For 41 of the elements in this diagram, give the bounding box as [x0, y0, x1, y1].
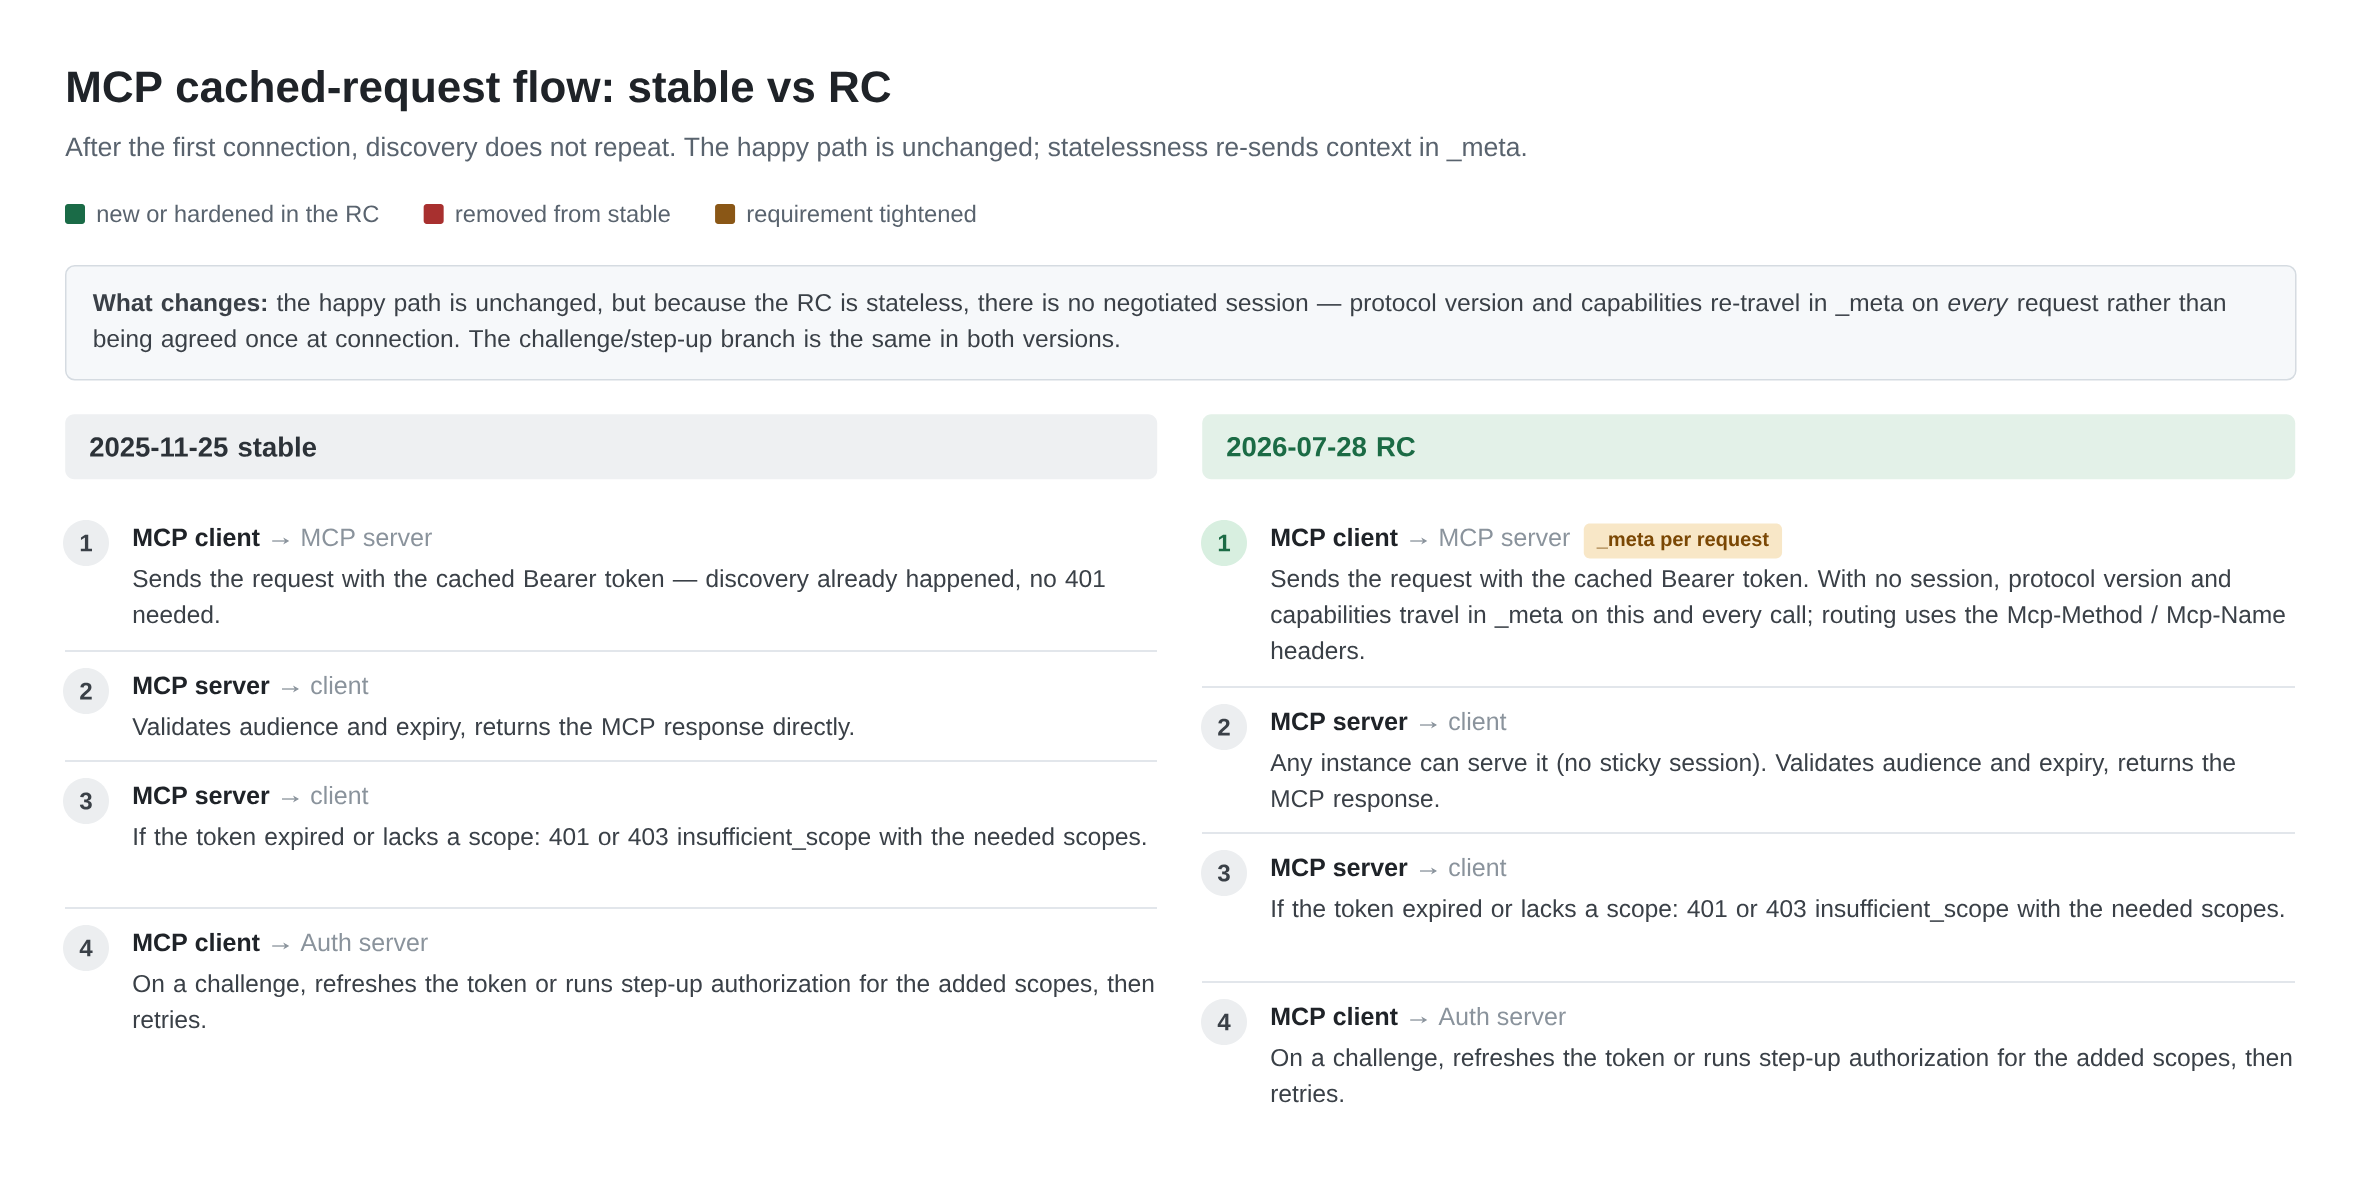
step-description: Validates audience and expiry, returns the MCP response directly.	[132, 717, 853, 741]
receiver-name: Auth server	[1438, 1006, 1566, 1026]
sender-name: MCP server	[1271, 858, 1408, 877]
step-description: If the token expired or lacks a scope: 401 or 403 insufficient_scope with the needed scopes.	[1272, 899, 2284, 923]
title: MCP cached-request flow: stable vs RC	[68, 70, 891, 112]
column-header: 2025-11-25 stable	[65, 414, 1158, 480]
note-box: What changes: the happy path is unchanged, but because the RC is stateless, there is no negotiated session — protocol version and capabilities re-travel in _meta on every request rather than being agreed once at connection. The challenge/step-up branch is the same in both versions.	[65, 265, 2297, 381]
receiver-name: client	[1449, 711, 1507, 731]
receiver-name: client	[311, 785, 369, 805]
receiver-name: MCP server	[302, 528, 432, 547]
step-description: Sends the request with the cached Bearer token — discovery already happened, no 401 needed.	[133, 569, 1105, 624]
tag-badge: _meta per request	[1583, 523, 1783, 559]
step-description: Sends the request with the cached Bearer token. With no session, protocol version and capabilities travel in _meta on this and every call; routing uses the Mcp-Method / Mcp-Name headers.	[1271, 569, 2285, 660]
legend-label: requirement tightened	[747, 204, 976, 227]
receiver-name: client	[311, 675, 369, 695]
receiver-name: client	[1449, 857, 1507, 877]
step-number: 4	[1201, 999, 1247, 1045]
sender-name: MCP client	[133, 527, 260, 547]
step-number: 2	[1201, 704, 1247, 750]
sender-name: MCP client	[1271, 1006, 1398, 1026]
legend-label: removed from stable	[456, 204, 670, 223]
step-number: 1	[63, 520, 109, 566]
step-number: 4	[63, 925, 109, 971]
sender-name: MCP server	[1271, 712, 1408, 731]
receiver-name: MCP server	[1440, 528, 1570, 547]
sender-name: MCP server	[133, 786, 270, 805]
subtitle: After the first connection, discovery does not repeat. The happy path is unchanged; statelessness re-sends context in _meta.	[65, 136, 1526, 162]
step-description: If the token expired or lacks a scope: 401 or 403 insufficient_scope with the needed scopes.	[134, 827, 1146, 851]
receiver-name: Auth server	[300, 932, 428, 952]
sender-name: MCP server	[133, 676, 270, 695]
step-description: Any instance can serve it (no sticky session). Validates audience and expiry, returns the MCP response.	[1270, 753, 2235, 813]
step-number: 1	[1201, 520, 1247, 566]
step-number: 3	[63, 778, 109, 824]
step-description: On a challenge, refreshes the token or runs step-up authorization for the added scopes, then retries.	[1271, 1048, 2292, 1103]
step-description: On a challenge, refreshes the token or runs step-up authorization for the added scopes, then retries.	[133, 974, 1154, 1029]
sender-name: MCP client	[133, 932, 260, 952]
step-number: 3	[1201, 850, 1247, 896]
column-header: 2026-07-28 RC	[1202, 414, 2296, 480]
sender-name: MCP client	[1271, 527, 1398, 547]
step-number: 2	[63, 668, 109, 714]
legend-label: new or hardened in the RC	[97, 204, 379, 223]
